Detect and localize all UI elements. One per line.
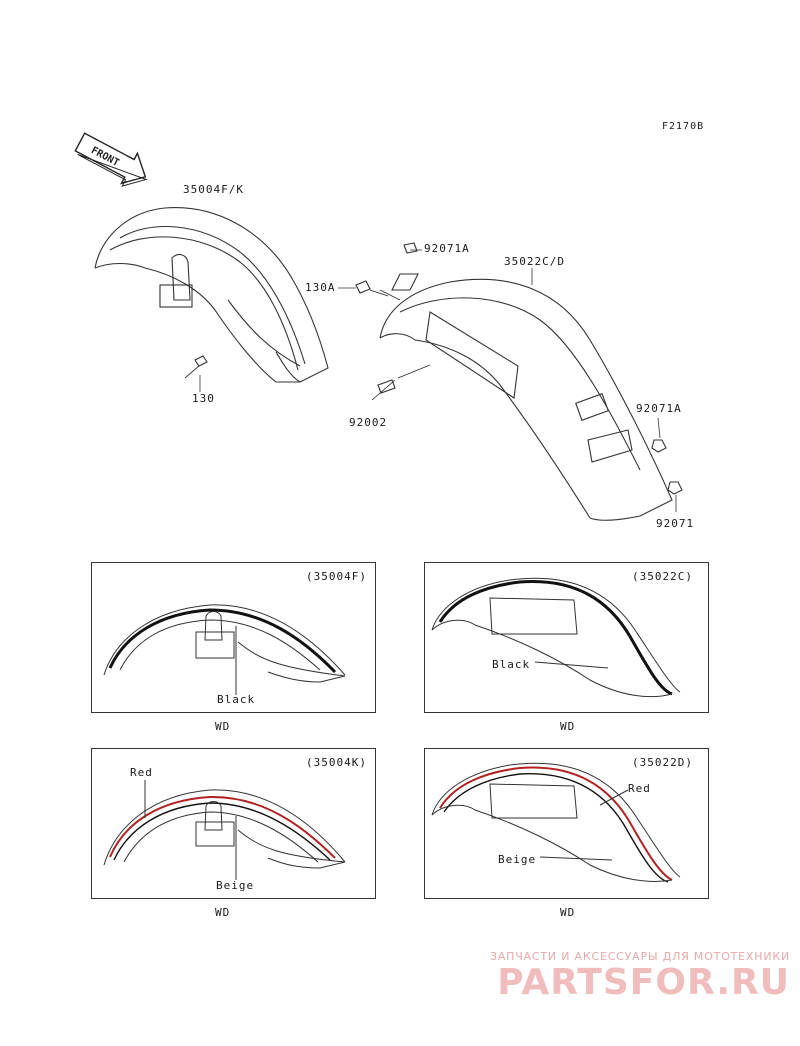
variant-35004f-drawing: [103, 604, 346, 695]
variant-box-35004f: [91, 562, 376, 713]
diagram-code: F2170B: [662, 121, 705, 132]
callout-nut-92071[interactable]: 92071: [656, 517, 695, 530]
callout-front-fender[interactable]: 35004F/K: [183, 183, 244, 196]
watermark-tagline: ЗАПЧАСТИ И АКСЕССУАРЫ ДЛЯ МОТОТЕХНИКИ: [489, 950, 790, 963]
callout-bolt-130a[interactable]: 130A: [305, 281, 336, 294]
variant-35022c-drawing: [431, 577, 681, 698]
variant-code-35022d: (35022D): [632, 756, 693, 769]
variant-code-35004f: (35004F): [306, 570, 367, 583]
variant-color-beige-d: Beige: [498, 853, 537, 866]
variant-code-35004k: (35004K): [306, 756, 367, 769]
callout-bolt-92002[interactable]: 92002: [349, 416, 388, 429]
callout-rear-fender[interactable]: 35022C/D: [504, 255, 565, 268]
variant-color-red-k: Red: [130, 766, 153, 779]
variant-35004k-drawing: [103, 780, 346, 880]
variant-code-35022c: (35022C): [632, 570, 693, 583]
variant-market-k: WD: [215, 906, 231, 919]
variant-35022d-drawing: [431, 762, 681, 883]
variant-market-d: WD: [560, 906, 576, 919]
variant-box-35004k: [91, 748, 376, 899]
callout-front-bolt[interactable]: 130: [192, 392, 215, 405]
variant-box-35022d: [424, 748, 709, 899]
front-fender-drawing: [94, 207, 329, 383]
front-arrow-icon: FRONT: [74, 132, 148, 187]
variant-color-red-d: Red: [628, 782, 651, 795]
variant-color-black-c: Black: [492, 658, 531, 671]
callout-clip-top[interactable]: 92071A: [424, 242, 470, 255]
callout-nut-92071a[interactable]: 92071A: [636, 402, 682, 415]
leader-lines: [199, 249, 677, 512]
variant-market-c: WD: [560, 720, 576, 733]
watermark-brand: PARTSFOR.RU: [497, 962, 790, 1003]
variant-color-black-f: Black: [217, 693, 256, 706]
variant-color-beige-k: Beige: [216, 879, 255, 892]
variant-market-f: WD: [215, 720, 231, 733]
variant-box-35022c: [424, 562, 709, 713]
rear-fender-drawing: [355, 242, 683, 521]
